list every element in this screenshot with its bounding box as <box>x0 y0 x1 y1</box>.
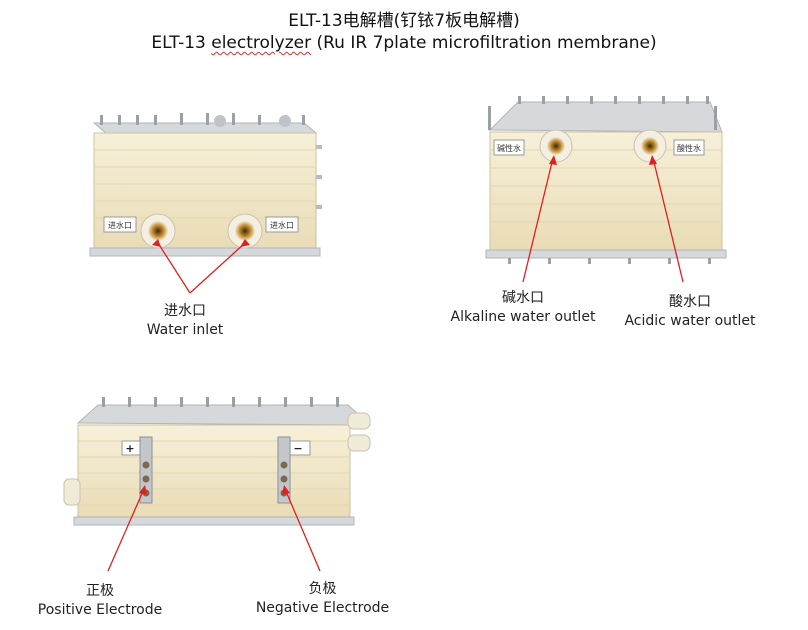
acidic-outlet-label-en: Acidic water outlet <box>624 313 756 329</box>
alkaline-tag: 碱性水 <box>497 143 521 153</box>
electrolyzer-photo-outlets: 碱性水 酸性水 <box>485 96 727 283</box>
acidic-outlet-label-cn: 酸水口 <box>669 294 711 310</box>
title-underlined-word: electrolyzer <box>211 33 312 53</box>
acidic-outlet-label: 酸水口 Acidic water outlet <box>620 291 760 329</box>
title-suffix: (Ru IR 7plate microfiltration membrane) <box>311 33 657 53</box>
alkaline-outlet-label-cn: 碱水口 <box>502 290 544 306</box>
alkaline-outlet-label-en: Alkaline water outlet <box>450 309 596 325</box>
positive-electrode-label-cn: 正极 <box>86 583 114 599</box>
page-title-english: ELT-13 electrolyzer (Ru IR 7plate microf… <box>0 33 808 53</box>
page-title-chinese: ELT-13电解槽(钌铱7板电解槽) <box>288 11 520 31</box>
negative-electrode-label-en: Negative Electrode <box>255 600 390 616</box>
water-inlet-label-cn: 进水口 <box>164 303 206 319</box>
electrolyzer-photo-electrodes: + − <box>63 397 372 572</box>
negative-electrode-label-cn: 负极 <box>308 581 337 597</box>
positive-electrode-label-en: Positive Electrode <box>37 602 163 618</box>
water-inlet-label-en: Water inlet <box>146 322 224 338</box>
acidic-tag: 酸性水 <box>677 143 701 153</box>
title-prefix: ELT-13 <box>151 33 212 53</box>
minus-sign: − <box>293 442 302 455</box>
water-inlet-label: 进水口 Water inlet <box>130 300 240 338</box>
inlet-tag-left: 进水口 <box>108 220 132 230</box>
alkaline-outlet-label: 碱水口 Alkaline water outlet <box>448 287 598 325</box>
plus-sign: + <box>125 442 134 455</box>
negative-electrode-label: 负极 Negative Electrode <box>255 578 390 616</box>
inlet-tag-right: 进水口 <box>270 220 294 230</box>
electrolyzer-photo-inlet: 进水口 进水口 <box>89 113 322 294</box>
positive-electrode-label: 正极 Positive Electrode <box>35 580 165 618</box>
